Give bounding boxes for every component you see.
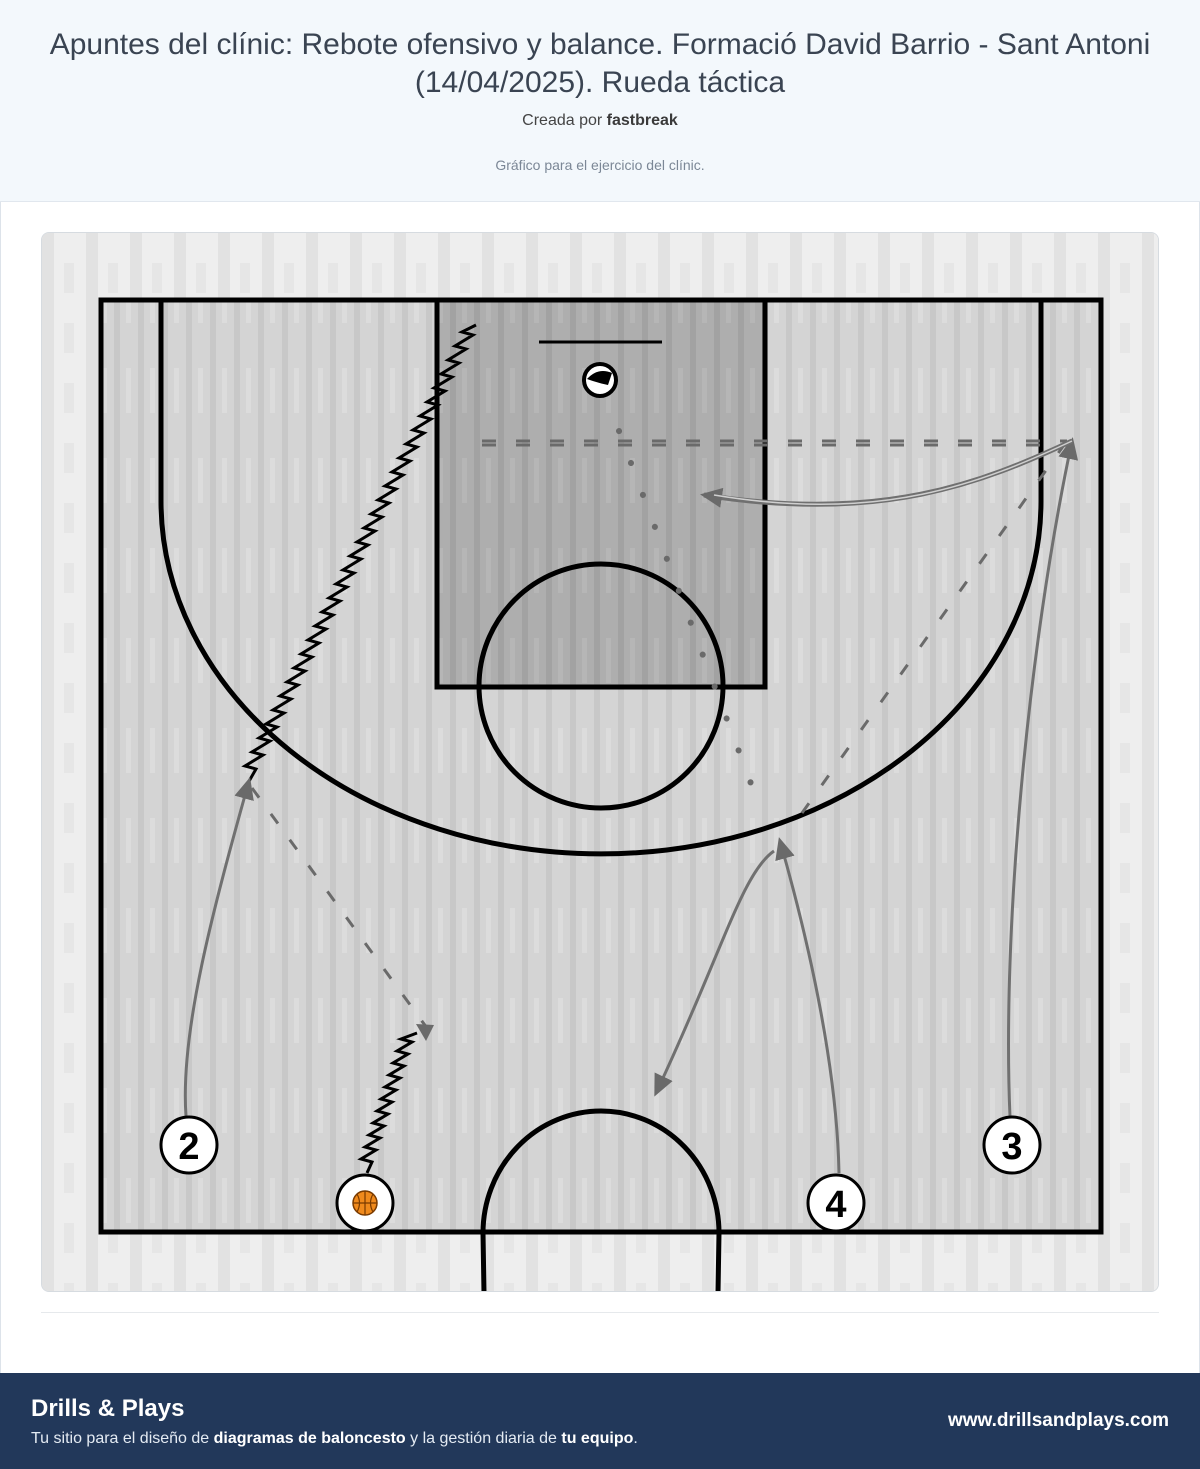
- free-throw-circle: [476, 561, 726, 811]
- player-4-label: 4: [825, 1184, 846, 1226]
- ball-handler-marker[interactable]: [335, 1173, 395, 1233]
- tagline-team: tu equipo: [561, 1430, 634, 1447]
- tagline-mid: y la gestión diaria de: [410, 1430, 557, 1447]
- court-boundary: [98, 297, 1104, 1235]
- footer-tagline: Tu sitio para el diseño de diagramas de …: [31, 1430, 638, 1448]
- cut-path-player3: [1007, 437, 1079, 1118]
- pass-path-3: [800, 444, 1066, 814]
- cut-path-player2: [183, 777, 254, 1117]
- return-arrow-inner: [713, 440, 1073, 506]
- tagline-diagrams: diagramas de baloncesto: [213, 1430, 406, 1447]
- dotted-path: [616, 428, 765, 816]
- author-link[interactable]: fastbreak: [606, 112, 678, 129]
- paint-area: [434, 297, 768, 690]
- cut-path-player4: [775, 837, 841, 1174]
- tagline-end: .: [633, 1430, 638, 1447]
- basketball-icon: [352, 1190, 378, 1216]
- player-4-marker[interactable]: 4: [806, 1173, 866, 1233]
- player-3-marker[interactable]: 3: [982, 1115, 1042, 1175]
- cut-path-player4-back: [654, 849, 775, 1097]
- diagram-description: Gráfico para el ejercicio del clínic.: [495, 157, 705, 173]
- player-2-marker[interactable]: 2: [159, 1115, 219, 1175]
- player-2-label: 2: [178, 1126, 199, 1168]
- author-line: Creada por fastbreak: [0, 112, 1200, 130]
- page-title: Apuntes del clínic: Rebote ofensivo y ba…: [49, 28, 1151, 99]
- player-3-label: 3: [1001, 1126, 1022, 1168]
- created-by-label: Creada por: [522, 112, 603, 129]
- center-circle: [480, 1108, 722, 1291]
- site-footer: Drills & Plays Tu sitio para el diseño d…: [0, 1373, 1200, 1469]
- dribble-arrowhead-ball: [416, 1024, 434, 1041]
- footer-site-link[interactable]: www.drillsandplays.com: [947, 1410, 1169, 1431]
- dribble-path-ball: [357, 1031, 418, 1174]
- page-header: Apuntes del clínic: Rebote ofensivo y ba…: [0, 0, 1200, 202]
- basket-icon: [582, 362, 618, 398]
- court-lines: [98, 297, 1104, 1291]
- content-separator: [41, 1312, 1159, 1313]
- footer-brand[interactable]: Drills & Plays: [31, 1395, 185, 1422]
- dribble-path-wing: [241, 323, 477, 784]
- tagline-pre: Tu sitio para el diseño de: [31, 1430, 210, 1447]
- court-diagram: 2 3 4: [41, 232, 1159, 1292]
- three-point-line: [158, 300, 1044, 857]
